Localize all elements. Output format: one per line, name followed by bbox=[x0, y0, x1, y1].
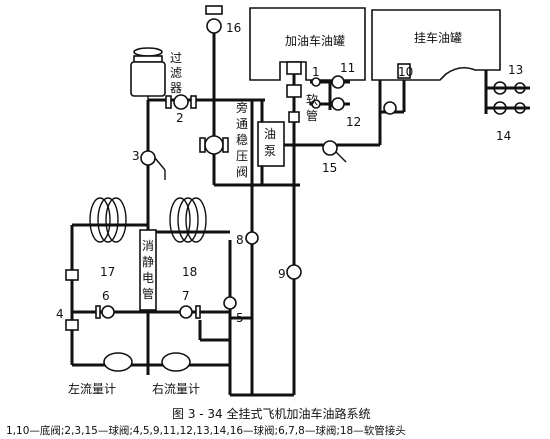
num-2: 2 bbox=[176, 111, 184, 125]
valve-5 bbox=[223, 296, 237, 310]
filter-label-3: 器 bbox=[170, 81, 182, 95]
valve-1 bbox=[286, 61, 302, 123]
pump-label-2: 泵 bbox=[264, 144, 276, 158]
filter: 过 滤 器 bbox=[130, 47, 182, 100]
hose-label-1: 软 bbox=[306, 93, 318, 107]
pump-label-1: 油 bbox=[264, 127, 276, 141]
num-18: 18 bbox=[182, 265, 197, 279]
valve-4 bbox=[65, 269, 79, 331]
bypass-valve-label-5: 阀 bbox=[236, 165, 248, 179]
bypass-valve bbox=[199, 135, 229, 155]
num-7: 7 bbox=[182, 289, 190, 303]
left-meter-label: 左流量计 bbox=[68, 381, 116, 396]
valve-9 bbox=[286, 264, 302, 280]
trailer-tank-label: 挂车油罐 bbox=[414, 30, 462, 45]
num-14: 14 bbox=[496, 129, 511, 143]
num-5: 5 bbox=[236, 311, 244, 325]
pump: 油 泵 bbox=[257, 121, 285, 167]
refuel-tank: 加油车油罐 bbox=[249, 7, 366, 81]
bypass-valve-label-4: 压 bbox=[236, 149, 248, 163]
valve-2 bbox=[165, 94, 197, 110]
hose-reel-18 bbox=[169, 197, 207, 243]
silencer-label-1: 消 bbox=[142, 239, 154, 253]
valves-11-12 bbox=[311, 75, 345, 111]
num-17: 17 bbox=[100, 265, 115, 279]
filter-label-2: 滤 bbox=[170, 66, 182, 80]
hose-reel-17 bbox=[89, 197, 127, 243]
num-9: 9 bbox=[278, 267, 286, 281]
valve-16 bbox=[205, 5, 223, 34]
num-15: 15 bbox=[322, 161, 337, 175]
valve-3 bbox=[140, 150, 166, 180]
silencer-pipe: 消 静 电 管 bbox=[139, 229, 157, 311]
silencer-label-4: 管 bbox=[142, 286, 154, 301]
refuel-tank-label: 加油车油罐 bbox=[285, 33, 345, 48]
silencer-label-2: 静 bbox=[142, 255, 154, 269]
hose-label-2: 管 bbox=[306, 108, 318, 123]
trailer-tank: 挂车油罐 bbox=[371, 9, 501, 81]
num-16: 16 bbox=[226, 21, 241, 35]
right-meter bbox=[161, 352, 191, 372]
num-11: 11 bbox=[340, 61, 355, 75]
figure-caption: 图 3 - 34 全挂式飞机加油车油路系统 bbox=[172, 406, 371, 421]
filter-label-1: 过 bbox=[170, 51, 182, 65]
valve-10 bbox=[383, 63, 411, 115]
silencer-label-3: 电 bbox=[142, 271, 154, 285]
bypass-valve-label-2: 通 bbox=[236, 117, 248, 131]
num-4: 4 bbox=[56, 307, 64, 321]
num-10: 10 bbox=[398, 65, 413, 79]
valve-6 bbox=[95, 305, 115, 319]
num-12: 12 bbox=[346, 115, 361, 129]
bypass-valve-label-1: 旁 bbox=[236, 100, 248, 115]
valve-7 bbox=[179, 305, 201, 319]
num-1: 1 bbox=[312, 65, 320, 79]
figure-legend: 1,10—底阀;2,3,15—球阀;4,5,9,11,12,13,14,16—球… bbox=[6, 424, 406, 437]
valves-13-14 bbox=[486, 81, 530, 115]
num-3: 3 bbox=[132, 149, 140, 163]
valve-15 bbox=[322, 140, 347, 163]
bypass-valve-label-3: 稳 bbox=[236, 132, 248, 147]
num-13: 13 bbox=[508, 63, 523, 77]
right-meter-label: 右流量计 bbox=[152, 381, 200, 396]
num-6: 6 bbox=[102, 289, 110, 303]
left-meter bbox=[103, 352, 133, 372]
valve-8 bbox=[245, 231, 259, 245]
num-8: 8 bbox=[236, 233, 244, 247]
